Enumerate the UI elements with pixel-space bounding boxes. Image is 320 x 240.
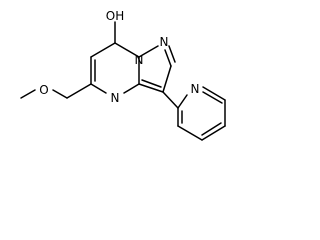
bond-ch2-o	[52, 89, 68, 99]
bond-n1-c2-double	[168, 45, 176, 63]
atom-label-pyridine-nitrogen: N	[191, 82, 200, 96]
bond-py-c5-c4-double	[201, 122, 222, 136]
bond-py-c5-c4	[201, 125, 226, 141]
atom-label-ring-nitrogen-top: N	[160, 35, 169, 49]
atom-label-ring-nitrogen-bridge: N	[135, 53, 144, 67]
bond-py-n1-c6-double	[202, 91, 223, 104]
bond-c3-pyridyl	[162, 91, 179, 109]
atom-label-group: OH O N N N N	[39, 9, 199, 105]
atom-label-hydroxyl: OH	[106, 9, 124, 23]
chemical-structure-diagram: OH O N N N N	[20, 9, 226, 141]
bond-py-c4-c3	[177, 125, 203, 141]
bond-c2-c3	[162, 65, 172, 93]
atom-label-ether-oxygen: O	[39, 83, 48, 97]
bond-c3-c3a	[138, 83, 164, 93]
bond-n7a-n1	[138, 45, 159, 58]
bond-py-n1-c6	[202, 86, 226, 101]
bond-n4-c3a	[123, 83, 140, 94]
bond-py-c2-n1	[177, 94, 188, 109]
bond-c5-ch2	[66, 83, 92, 99]
bond-group	[20, 21, 226, 141]
bond-c7-c6	[90, 42, 116, 58]
atom-label-ring-nitrogen-bottom: N	[111, 91, 120, 105]
bond-o-ch3	[20, 89, 36, 99]
bond-n7a-c7	[114, 42, 140, 58]
bond-c3-c3a-double	[141, 79, 162, 88]
bond-c5-n4	[90, 83, 107, 94]
bond-n1-c2	[164, 49, 172, 67]
